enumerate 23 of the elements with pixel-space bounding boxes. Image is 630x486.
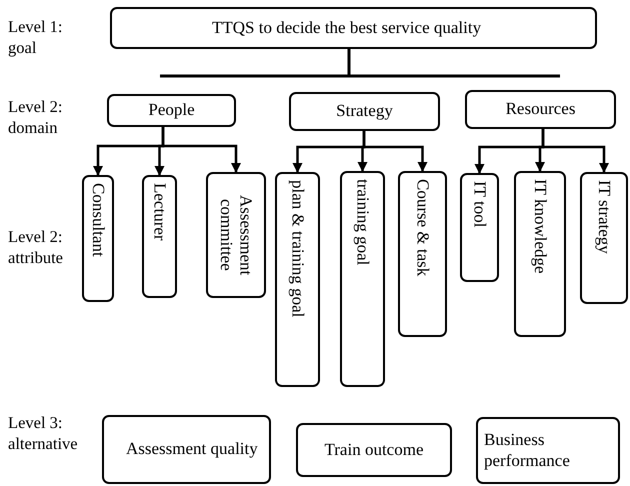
level-label: Level 3: alternative (8, 412, 78, 455)
attribute-box: IT knowledge (514, 171, 566, 337)
level-label: Level 2: attribute (8, 226, 64, 269)
attribute-box: plan & training goal (275, 172, 320, 387)
node-box: Strategy (289, 92, 440, 131)
attribute-box: IT tool (460, 173, 499, 282)
node-box: People (107, 94, 236, 127)
attribute-box: training goal (340, 171, 385, 387)
node-box: Business performance (476, 417, 620, 484)
node-box: Resources (465, 90, 616, 129)
attribute-box: IT strategy (580, 172, 628, 304)
attribute-box: Course & task (398, 171, 447, 337)
attribute-box: Consultant (82, 175, 114, 302)
node-box: Train outcome (296, 423, 452, 477)
arrow (542, 129, 609, 173)
arrow (162, 127, 241, 173)
attribute-box: Assessment committee (206, 172, 266, 298)
node-box: Assessment quality (102, 415, 271, 484)
arrow (362, 131, 428, 172)
level-label: Level 2: domain (8, 96, 64, 139)
level-label: Level 1: goal (8, 16, 64, 59)
node-box: TTQS to decide the best service quality (110, 7, 597, 49)
attribute-box: Lecturer (142, 175, 177, 298)
